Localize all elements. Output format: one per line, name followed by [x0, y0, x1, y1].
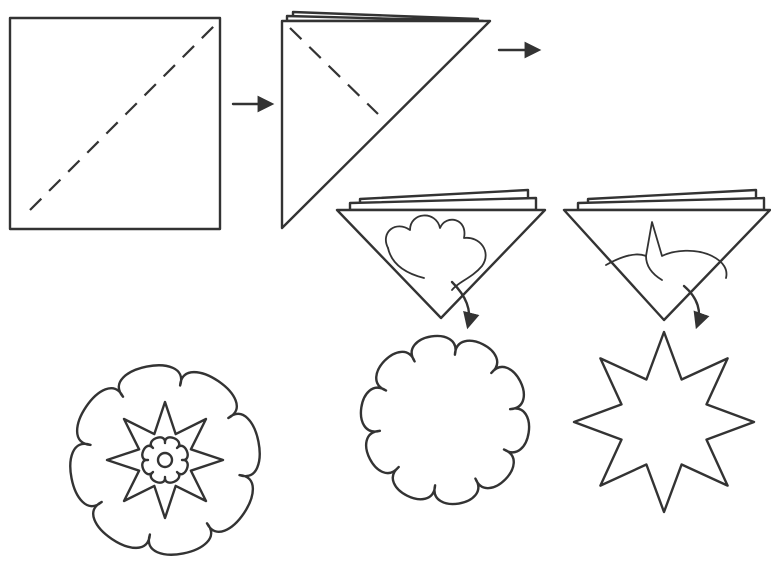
result-shapes — [70, 332, 754, 555]
step-folded-cone-pointed — [564, 190, 770, 320]
layered-flower-center-dot — [158, 453, 172, 467]
cone-outline — [564, 210, 770, 320]
scalloped-flower — [361, 336, 529, 504]
step-folded-cone-scalloped — [337, 190, 545, 318]
step-square-sheet — [10, 18, 220, 229]
star-flower — [574, 332, 754, 512]
